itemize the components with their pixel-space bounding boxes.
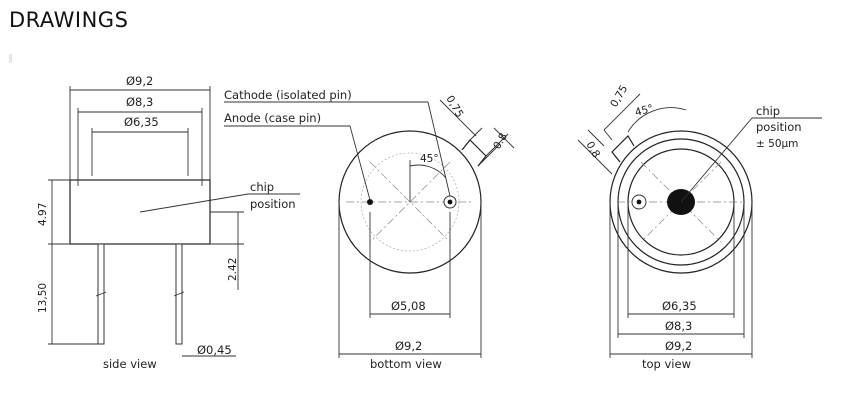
top-chip-label-1: chip (756, 104, 780, 118)
bottom-cathode-label: Cathode (isolated pin) (224, 88, 352, 102)
bottom-view-caption: bottom view (370, 357, 442, 371)
top-angle: 45° (634, 102, 655, 118)
side-view: Ø9,2 Ø8,3 Ø6,35 4.97 13,50 2.42 chip pos… (37, 74, 300, 371)
top-dim-d635: Ø6,35 (662, 299, 697, 313)
top-dim-d92: Ø9,2 (665, 339, 692, 353)
top-dim-08: 0,8 (583, 140, 602, 160)
top-view-caption: top view (642, 357, 691, 371)
top-view: 0,75 45° 0,8 chip position ± 50µm Ø6,35 … (577, 83, 822, 371)
side-dim-d635: Ø6,35 (124, 115, 159, 129)
side-view-caption: side view (103, 357, 157, 371)
side-chip-label-1: chip (250, 180, 274, 194)
bottom-dim-d508: Ø5,08 (391, 299, 426, 313)
top-dim-075: 0,75 (608, 83, 630, 109)
bottom-view: 45° Cathode (isolated pin) Anode (case p… (224, 88, 515, 371)
side-chip-label-2: position (250, 197, 296, 211)
bottom-dim-d92: Ø9,2 (395, 339, 422, 353)
page-title: DRAWINGS (9, 8, 129, 32)
top-chip-label-3: ± 50µm (756, 138, 798, 150)
side-dim-d92: Ø9,2 (126, 74, 153, 88)
side-dim-h1350: 13,50 (37, 283, 49, 313)
bottom-anode-label: Anode (case pin) (224, 111, 321, 125)
side-dim-h242: 2.42 (227, 258, 239, 281)
side-dim-pin: Ø0,45 (197, 343, 232, 357)
title-marker (9, 54, 12, 63)
top-dim-d83: Ø8,3 (665, 319, 692, 333)
side-dim-d83: Ø8,3 (126, 95, 153, 109)
top-chip-label-2: position (756, 120, 802, 134)
side-dim-h497: 4.97 (37, 203, 49, 226)
bottom-angle: 45° (420, 153, 439, 165)
bottom-view-anode-pin (367, 199, 373, 205)
